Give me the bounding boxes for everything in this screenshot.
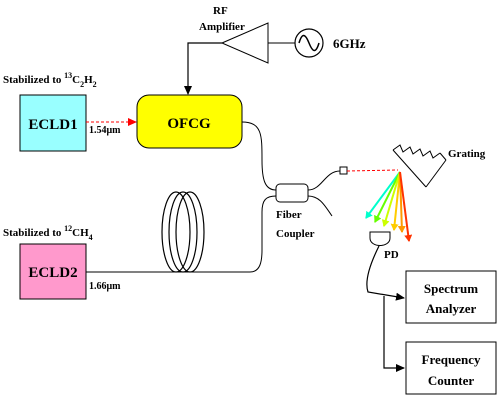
laser2-stabilization-label: Stabilized to 12CH4 (3, 224, 93, 242)
spectrum-analyzer-line2: Analyzer (426, 301, 477, 316)
frequency-counter-line1: Frequency (422, 352, 481, 367)
diffracted-beam-2 (374, 171, 401, 223)
rf-amplifier-label-line2: Amplifier (199, 21, 245, 33)
coupler-unused-port (307, 195, 333, 217)
grating-label: Grating (448, 148, 486, 160)
input-beam-dashed (346, 169, 399, 172)
ofcg-label: OFCG (167, 116, 211, 132)
coupler-output-fiber (307, 170, 341, 191)
laser1-stabilization-label: Stabilized to 13C2H2 (3, 71, 97, 89)
photodetector-icon (369, 231, 391, 246)
oscillator: 6GHz (294, 28, 366, 58)
coupler-label-line2: Coupler (276, 228, 315, 240)
pd-to-spectrum-arrow (366, 245, 405, 301)
ecld1-wavelength: 1.54μm (89, 125, 121, 136)
frequency-counter-box (405, 341, 497, 395)
coupler-label-line1: Fiber (276, 209, 302, 221)
pd-label: PD (384, 249, 399, 261)
frequency-counter-line2: Counter (428, 373, 474, 388)
diffracted-beam-3 (381, 171, 401, 227)
ecld1-label: ECLD1 (28, 117, 77, 133)
collimator-icon (339, 166, 348, 175)
diffracted-beam-4 (390, 171, 401, 231)
diffracted-beam-1 (365, 171, 401, 219)
oscillator-frequency: 6GHz (333, 36, 366, 51)
rf-amplifier: RF Amplifier (199, 5, 269, 64)
spectrum-analyzer-line1: Spectrum (424, 281, 478, 296)
ecld2-label: ECLD2 (28, 265, 77, 281)
rf-amplifier-label-line1: RF (213, 5, 228, 17)
fiber-coupler-icon (275, 183, 309, 203)
pd-to-counter-arrow (383, 296, 405, 372)
coil-to-coupler-fiber (190, 195, 277, 273)
grating-icon (392, 144, 447, 188)
fiber-coil-icon (161, 191, 205, 273)
rf-to-ofcg-arrow (184, 42, 222, 95)
ecld1-box (19, 94, 87, 152)
diffracted-beam-6 (399, 171, 413, 242)
ofcg-output-fiber (241, 121, 277, 191)
ecld2-box (19, 243, 87, 300)
ecld2-wavelength: 1.66μm (89, 281, 121, 292)
spectrum-analyzer-box (405, 270, 497, 324)
diffracted-beams (365, 171, 413, 242)
